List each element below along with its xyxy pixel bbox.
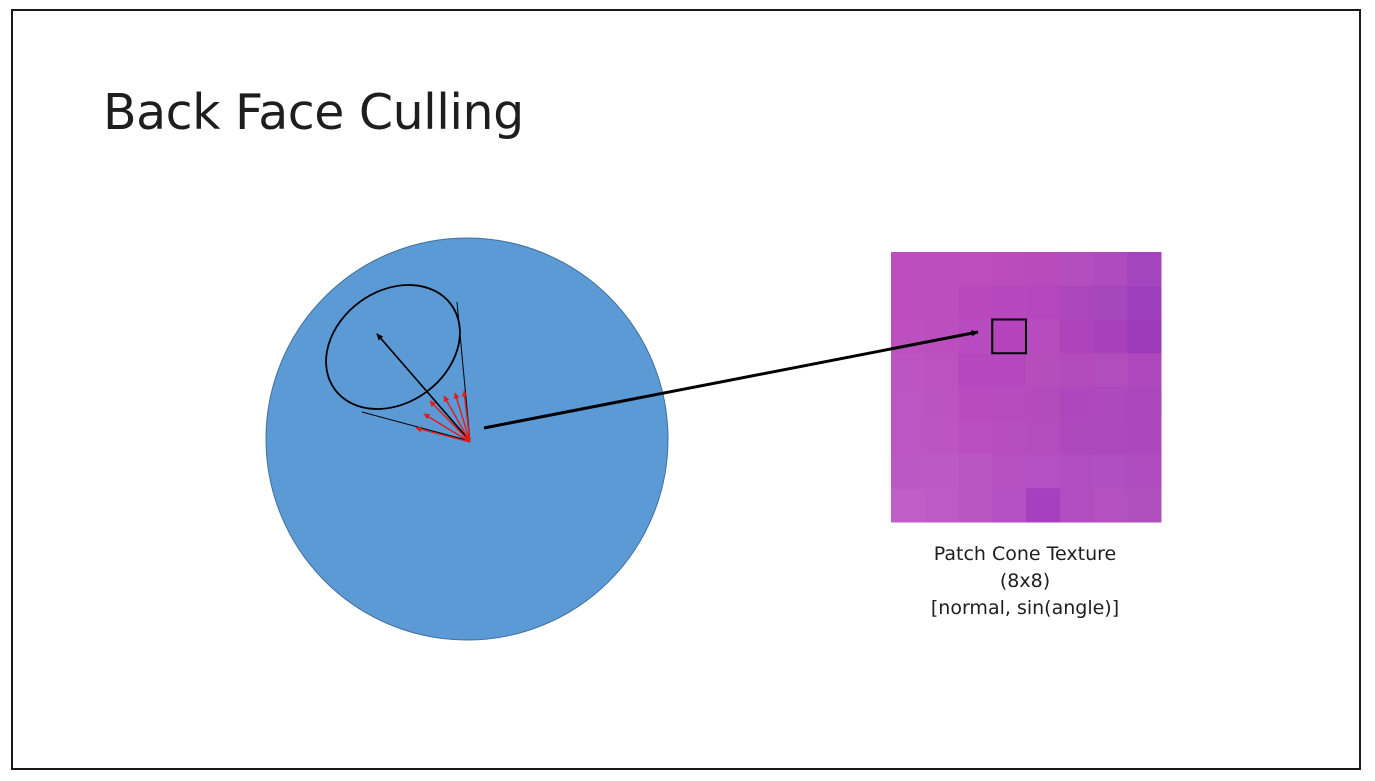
texture-cell bbox=[924, 353, 959, 388]
texture-cell bbox=[958, 353, 993, 388]
texture-cell bbox=[992, 285, 1027, 320]
texture-cell bbox=[924, 387, 959, 422]
patch-cone-texture bbox=[891, 252, 1162, 523]
texture-cell bbox=[958, 420, 993, 455]
texture-cell bbox=[1127, 319, 1162, 354]
texture-cell bbox=[1093, 319, 1128, 354]
texture-cell bbox=[1059, 488, 1094, 523]
texture-cell bbox=[1059, 353, 1094, 388]
texture-cell bbox=[1093, 454, 1128, 489]
texture-cell bbox=[1059, 420, 1094, 455]
normal-arrow bbox=[461, 390, 471, 443]
texture-cell bbox=[1059, 285, 1094, 320]
texture-cell bbox=[1059, 252, 1094, 287]
texture-cell bbox=[924, 252, 959, 287]
selected-texel bbox=[991, 318, 1027, 355]
texture-cell bbox=[958, 454, 993, 489]
texture-cell bbox=[1093, 387, 1128, 422]
caption-line-title: Patch Cone Texture bbox=[933, 543, 1117, 565]
texture-cell bbox=[1127, 252, 1162, 287]
texture-cell bbox=[1026, 488, 1061, 523]
texture-cell bbox=[1059, 454, 1094, 489]
texture-cell bbox=[1127, 387, 1162, 422]
texture-cell bbox=[1093, 252, 1128, 287]
cone-ellipse bbox=[325, 284, 461, 410]
texture-cell bbox=[924, 488, 959, 523]
normal-arrow bbox=[453, 392, 471, 443]
texture-cell bbox=[1059, 387, 1094, 422]
texture-cell bbox=[992, 454, 1027, 489]
texture-cell bbox=[1026, 420, 1061, 455]
texture-cell bbox=[958, 252, 993, 287]
mapping-arrow bbox=[483, 330, 979, 430]
slide-title: Back Face Culling bbox=[103, 84, 524, 141]
texture-cell bbox=[992, 319, 1027, 354]
texture-cell bbox=[1026, 319, 1061, 354]
texture-cell bbox=[958, 319, 993, 354]
texture-cell bbox=[1093, 353, 1128, 388]
texture-cell bbox=[1026, 285, 1061, 320]
texture-cell bbox=[891, 420, 926, 455]
cone-axis-arrow bbox=[376, 333, 470, 441]
texture-cell bbox=[891, 488, 926, 523]
texture-cell bbox=[1093, 488, 1128, 523]
texture-cell bbox=[1127, 420, 1162, 455]
texture-cell bbox=[891, 353, 926, 388]
texture-cell bbox=[1026, 454, 1061, 489]
texture-cell bbox=[1127, 353, 1162, 388]
caption-line-format: [normal, sin(angle)] bbox=[930, 597, 1120, 619]
texture-cell bbox=[1093, 285, 1128, 320]
normal-arrow bbox=[443, 395, 471, 443]
normal-arrow bbox=[423, 413, 471, 443]
texture-cell bbox=[891, 387, 926, 422]
texture-cell bbox=[992, 252, 1027, 287]
texture-cell bbox=[924, 454, 959, 489]
texture-cell bbox=[1059, 319, 1094, 354]
texture-cell bbox=[891, 285, 926, 320]
texture-cell bbox=[1127, 285, 1162, 320]
caption-line-size: (8x8) bbox=[999, 570, 1051, 592]
texture-cell bbox=[891, 252, 926, 287]
texture-cell bbox=[1026, 252, 1061, 287]
texture-cell bbox=[1093, 420, 1128, 455]
normal-arrow bbox=[415, 426, 471, 443]
texture-caption: Patch Cone Texture (8x8) [normal, sin(an… bbox=[870, 541, 1180, 622]
texture-cell bbox=[992, 420, 1027, 455]
texture-cell bbox=[992, 353, 1027, 388]
texture-cell bbox=[924, 285, 959, 320]
texture-cell bbox=[992, 488, 1027, 523]
texture-cell bbox=[1026, 387, 1061, 422]
texture-cell bbox=[1026, 353, 1061, 388]
texture-cell bbox=[958, 488, 993, 523]
texture-cell bbox=[891, 454, 926, 489]
patch-normal-arrows bbox=[415, 390, 471, 443]
normal-arrow bbox=[429, 400, 471, 443]
texture-cell bbox=[958, 387, 993, 422]
texture-cell bbox=[958, 285, 993, 320]
texture-cell bbox=[992, 387, 1027, 422]
texture-cell bbox=[1127, 454, 1162, 489]
texture-cell bbox=[1127, 488, 1162, 523]
texture-cell bbox=[924, 420, 959, 455]
